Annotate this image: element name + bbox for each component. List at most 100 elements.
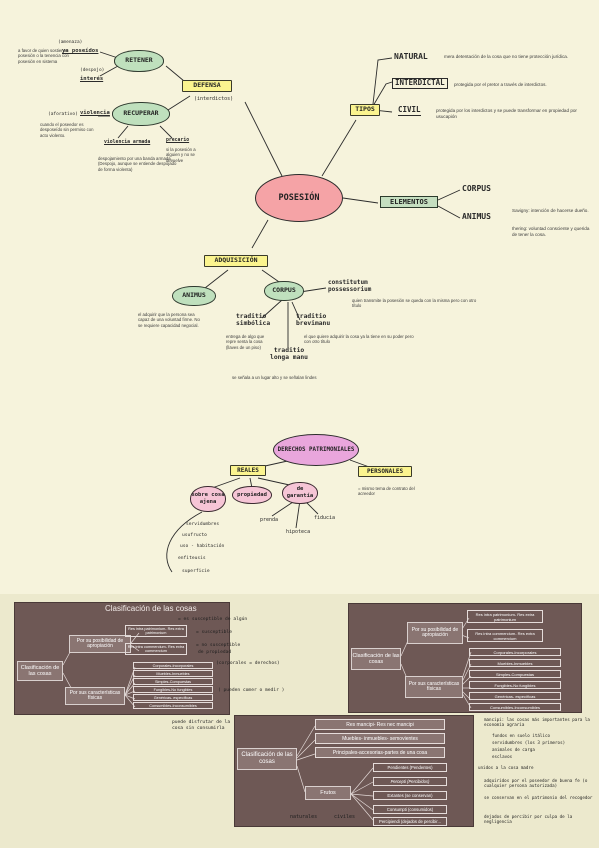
- retener-note: a favor de quien sostiene posesión o la …: [18, 48, 69, 64]
- personales-box: PERSONALES: [358, 466, 412, 478]
- slide2-root: Clasificación de las cosas: [351, 648, 401, 670]
- garantia-item-hipoteca: hipoteca: [286, 529, 311, 535]
- defensa-box: DEFENSA: [182, 80, 232, 92]
- slide1-b2-item-3: Simples-Compuestas: [133, 678, 213, 685]
- slide2-b2-item-2: Muebles-Inmuebles: [469, 659, 561, 667]
- slide1-ink-6: ( pueden comer o medir ): [218, 688, 285, 693]
- slide3-connectors: [296, 725, 374, 821]
- garantia-item-fiducia: fiducia: [314, 515, 336, 521]
- slide1-b1-item-1: Res intra patrimonium- Res extra patrimo…: [125, 625, 187, 637]
- adq-animus-note: el adquirir que la persona sea capaz de …: [138, 312, 200, 328]
- elementos-box: ELEMENTOS: [380, 196, 438, 209]
- adq-longa: traditio longa manu: [270, 347, 308, 361]
- reales-box: REALES: [230, 465, 266, 477]
- adq-simbolica-note: entrega de algo que repre senta la cosa …: [226, 334, 265, 350]
- retener-key2: interés: [80, 76, 104, 82]
- cosa-item-5: superficie: [182, 569, 210, 574]
- adq-animus-cloud: ANIMUS: [172, 286, 216, 306]
- cosa-item-3: uso - habitación: [180, 544, 225, 549]
- slide1-ink-4: de propiedad: [198, 650, 232, 655]
- slide3-fruto-5: Percipiendi (dejados de percibir...: [373, 817, 447, 826]
- slide3-fruto-1: Pendientes (Pendentes): [373, 763, 447, 772]
- retener-cloud: RETENER: [114, 50, 164, 72]
- slide1-b2-item-1: Corporales-Incorporales: [133, 662, 213, 669]
- slide1-b2-item-6: Consumibles-Inconsumibles: [133, 702, 213, 709]
- derechos-center: DERECHOS PATRIMONIALES: [273, 434, 359, 466]
- tipo-civil: CIVIL: [398, 105, 421, 116]
- posesion-center: POSESIÓN: [255, 174, 343, 222]
- slide-clasificacion-1: Clasificación de las cosas Clasificación…: [14, 602, 230, 715]
- elementos-animus: ANIMUS: [462, 212, 491, 221]
- slide2-b2-item-1: Corporales-Incorporales: [469, 648, 561, 656]
- cosa-item-1: servidumbres: [186, 522, 220, 527]
- slide3-below-naturales: naturales: [290, 814, 318, 820]
- cosa-item-4: enfiteusis: [178, 556, 206, 561]
- slide3-ink-2: fundos en suelo itálico: [492, 733, 550, 738]
- slide2-b2-item-4: Fungibles-No fungibles: [469, 681, 561, 689]
- propiedad-cloud: propiedad: [232, 486, 272, 504]
- slide3-ink-4: animales de carga: [492, 747, 535, 752]
- slide-clasificacion-2: Clasificación de las cosas Por su posibi…: [348, 603, 582, 713]
- slide3-row-1: Res mancipi- Res nec mancipi: [315, 719, 445, 730]
- slide3-ink-7: adquiridos por el poseedor de buena fe (…: [484, 778, 588, 789]
- adq-constitutum: constitutum possessorium: [328, 279, 372, 293]
- tipo-civil-note: protegida por los interdictos y se puede…: [436, 108, 577, 119]
- sobre-cosa-cloud: sobre cosa ajena: [190, 486, 226, 512]
- slide3-row-3: Principales-accesorias-partes de una cos…: [315, 747, 445, 758]
- tipos-box: TIPOS: [350, 104, 380, 116]
- slide3-ink-8: se conservan en el patrimonio del recoge…: [484, 795, 593, 800]
- slide1-ink-5: (corporales = derechos): [216, 661, 280, 666]
- slide1-b2-item-5: Genéricas- específicas: [133, 694, 213, 701]
- elementos-note-savigny: Savigny: intención de hacerse dueño.: [512, 208, 589, 213]
- recuperar-sub2-head: precario: [166, 138, 190, 143]
- slide1-ink-1: = es susceptible de algún: [178, 617, 248, 622]
- slide3-root: Clasificación de las cosas: [237, 748, 297, 770]
- slide3-row-2: Muebles- inmuebles- semovientes: [315, 733, 445, 744]
- slide1-b2: Por sus características físicas: [65, 687, 125, 705]
- slide1-b2-item-4: Fungibles-No fungibles: [133, 686, 213, 693]
- slide2-b1-item-1: Res intra patrimonium- Res extra patrimo…: [467, 610, 543, 623]
- tipo-interdictal-note: protegida por el pretor a través de inte…: [454, 82, 547, 87]
- tipo-natural-note: mera detentación de la cosa que no tiene…: [444, 54, 569, 59]
- slide1-title: Clasificación de las cosas: [105, 604, 197, 613]
- elementos-note-ihering: Ihering: voluntad consciente y querida d…: [512, 226, 590, 237]
- garantia-item-prenda: prenda: [260, 517, 279, 523]
- slide2-b2-item-3: Simples-Compuestas: [469, 670, 561, 678]
- elementos-corpus: CORPUS: [462, 184, 491, 193]
- slide1-b1-item-2: Res intra commercium- Res extra commerci…: [125, 643, 187, 655]
- adquisicion-box: ADQUISICIÓN: [204, 255, 268, 267]
- recuperar-cloud: RECUPERAR: [112, 102, 170, 126]
- slide3-ink-1: mancipi: las cosas más importantes para …: [484, 717, 590, 728]
- adq-longa-note: se señala a un lugar alto y se señalan l…: [232, 375, 317, 380]
- adq-brevi-note: el que quiere adquirir la cosa ya la tie…: [304, 334, 414, 345]
- defensa-sub: (interdictos): [194, 96, 234, 102]
- tipo-natural: NATURAL: [394, 52, 428, 61]
- garantia-cloud: de garantía: [282, 482, 318, 504]
- slide1-b1: Por su posibilidad de apropiación: [69, 635, 131, 653]
- slide1-ink-2: = susceptible: [196, 630, 232, 635]
- slide2-b2: Por sus características físicas: [405, 676, 463, 698]
- personales-note: = mismo tema de contrato del acreedor: [358, 486, 415, 497]
- adq-corpus-cloud: CORPUS: [264, 281, 304, 301]
- slide1-b2-item-2: Muebles-Inmuebles: [133, 670, 213, 677]
- retener-key: ya poseídos: [62, 48, 99, 54]
- retener-tag-amenaza: (amenaza): [58, 40, 83, 45]
- slide3-ink-3: servidumbres (los 3 primeros): [492, 740, 566, 745]
- cosa-item-2: usufructo: [182, 533, 207, 538]
- slide3-ink-6: unidos a la cosa madre: [478, 765, 534, 770]
- slide1-root: Clasificación de las cosas: [17, 661, 63, 681]
- slide2-b1-item-2: Res intra commercium- Res extra commerci…: [467, 629, 543, 642]
- recuperar-note: cuando el poseedor es desposeído sin per…: [40, 122, 94, 138]
- recuperar-sub1-head: violencia armada: [104, 140, 151, 145]
- slide-clasificacion-3: Clasificación de las cosas Res mancipi- …: [234, 715, 474, 827]
- tipo-interdictal: INTERDICTAL: [392, 78, 448, 89]
- recuperar-key: violencia: [80, 110, 110, 116]
- slide3-ink-9: dejados de percibir por culpa de la negl…: [484, 814, 573, 825]
- slide2-b1: Por su posibilidad de apropiación: [407, 622, 463, 644]
- slide3-below-civiles: civiles: [334, 814, 356, 820]
- slide2-b2-item-6: Consumibles-Inconsumibles: [469, 703, 561, 711]
- slide1-ink-3: = no susceptible: [196, 643, 241, 648]
- adq-brevi: traditio brevimanu: [296, 313, 331, 327]
